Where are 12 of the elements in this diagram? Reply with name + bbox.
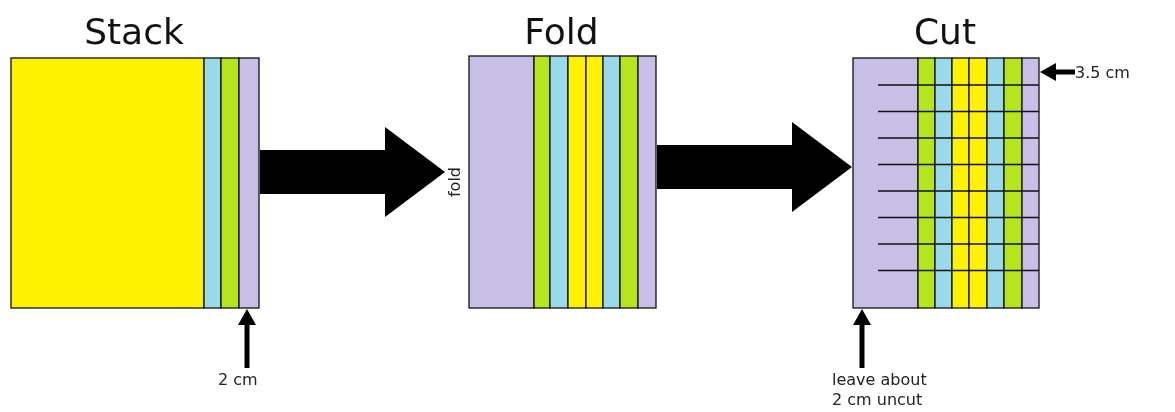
arrow	[238, 309, 256, 368]
panel-title: Fold	[523, 12, 600, 52]
measurement-label: 2 cm	[218, 370, 258, 390]
measurement-label: 3.5 cm	[1075, 63, 1130, 83]
arrow	[1040, 63, 1075, 81]
arrow	[853, 309, 871, 368]
panel-title: Stack	[83, 12, 185, 52]
panel-title: Cut	[912, 12, 978, 52]
measurement-label: leave about 2 cm uncut	[832, 370, 937, 410]
arrow	[260, 127, 445, 217]
arrow	[657, 122, 852, 212]
fold-label: fold	[445, 167, 465, 197]
